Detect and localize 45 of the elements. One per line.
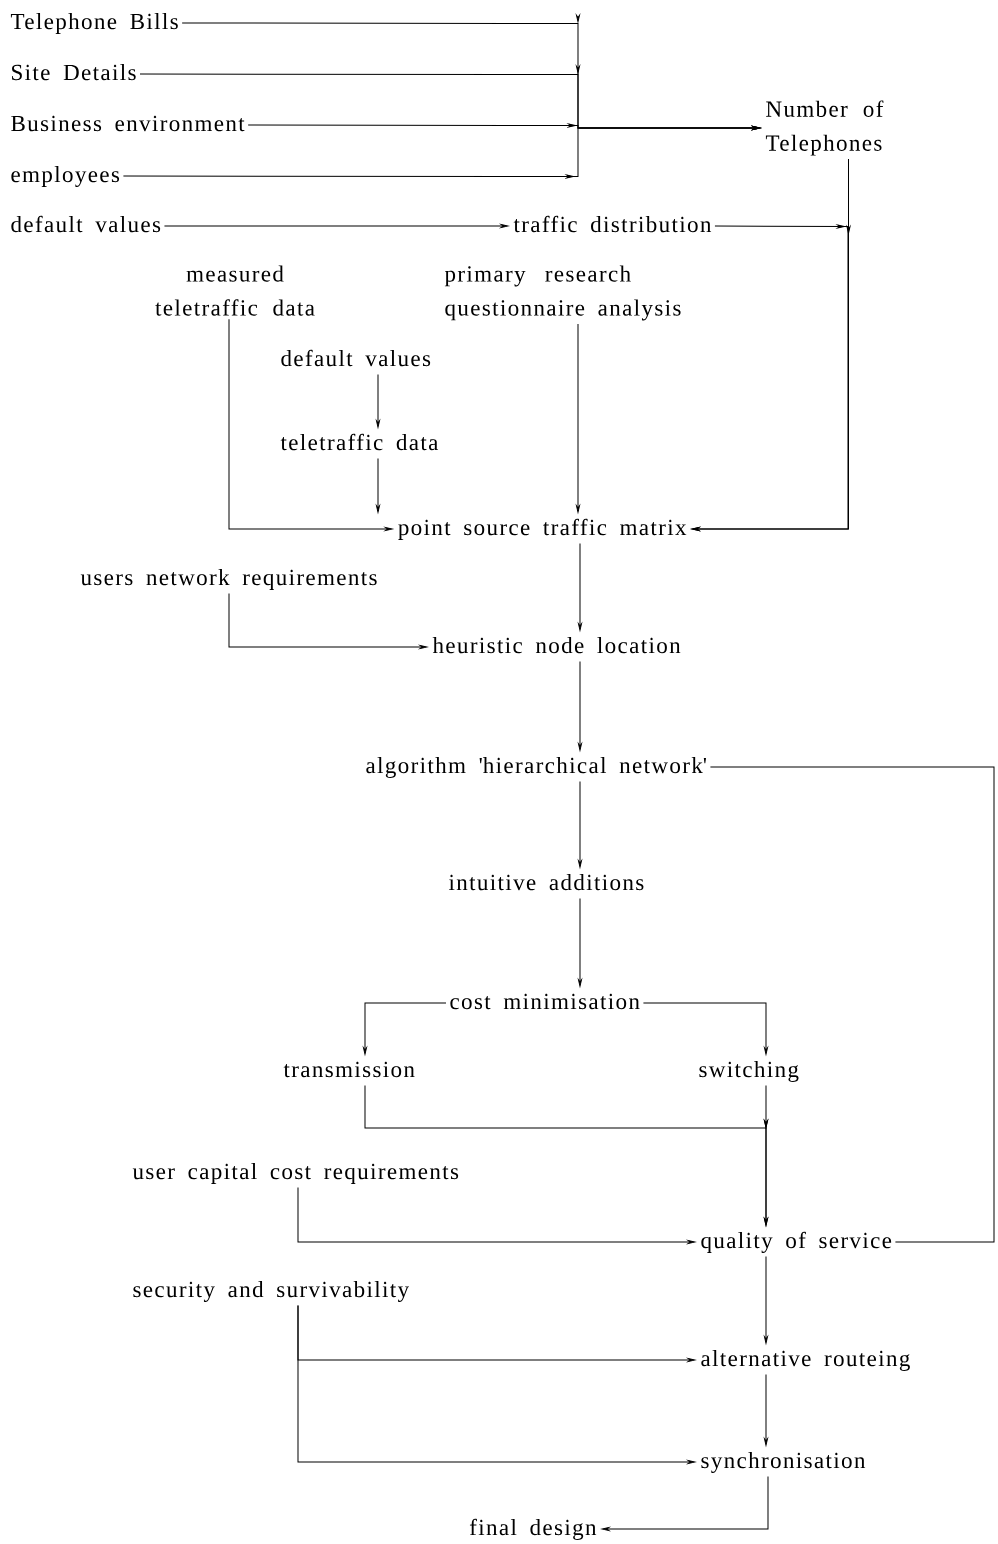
arrow [576, 323, 580, 513]
step-text: default values [11, 215, 161, 233]
step-text: measured teletraffic data [155, 265, 315, 316]
step-text: synchronisation [701, 1452, 866, 1473]
step-text: users network requirements [80, 569, 377, 590]
step-text: Site Details [12, 64, 136, 81]
step-text: final design [469, 1518, 597, 1540]
step-text: switching [699, 1061, 799, 1082]
arrow [228, 318, 393, 531]
arrow [578, 781, 582, 868]
step-text: Number of Telephones [765, 100, 884, 156]
step-text: quality of service [701, 1231, 892, 1253]
step-text: algorithm 'hierarchical network' [366, 757, 706, 778]
arrow [642, 1002, 768, 1055]
step-text: traffic distribution [513, 215, 712, 233]
step-text: Business environment [11, 115, 245, 132]
arrow [297, 1305, 696, 1464]
arrow [376, 374, 380, 428]
step-text: point source traffic matrix [398, 518, 687, 540]
step-text: Telephone Bills [10, 13, 178, 34]
arrow [578, 543, 582, 631]
arrow [764, 1085, 768, 1226]
step-text: security and survivability [133, 1281, 409, 1302]
arrow [601, 1476, 769, 1531]
step-text: cost minimisation [450, 993, 640, 1010]
arrow [163, 224, 509, 228]
step-text: default values [281, 349, 431, 367]
arrow [376, 458, 380, 513]
step-text: teletraffic data [280, 433, 439, 451]
step-text: intuitive additions [449, 874, 644, 891]
arrow [228, 593, 428, 649]
step-text: primary research questionnaire analysis [444, 265, 681, 321]
arrow [578, 898, 582, 987]
step-text: user capital cost requirements [132, 1163, 459, 1184]
arrow [297, 1187, 696, 1244]
arrow [363, 1002, 447, 1055]
arrow [764, 1374, 768, 1446]
arrow [764, 1256, 768, 1344]
step-text: employees [11, 166, 120, 187]
step-text: alternative routeing [701, 1350, 910, 1371]
arrow [691, 224, 849, 531]
step-text: heuristic node location [432, 637, 681, 654]
arrow [122, 126, 761, 179]
arrow [578, 661, 582, 751]
step-text: transmission [283, 1061, 415, 1078]
